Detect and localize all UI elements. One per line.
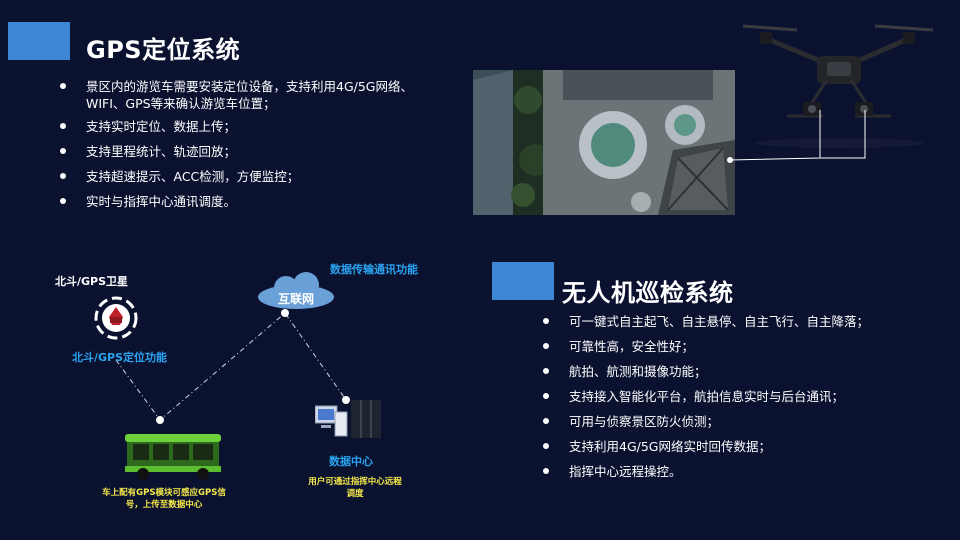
drone-bullet-list: 可一键式自主起飞、自主悬停、自主飞行、自主降落； 可靠性高，安全性好； 航拍、航… <box>543 313 943 480</box>
satellite-icon <box>93 295 139 341</box>
drone-title: 无人机巡检系统 <box>562 279 734 307</box>
drone-bullet: 支持利用4G/5G网络实时回传数据； <box>543 438 943 455</box>
drone-accent-block <box>492 262 554 300</box>
gps-bullet: 实时与指挥中心通讯调度。 <box>60 193 440 210</box>
tour-vehicle-icon <box>123 428 225 482</box>
drone-bullet: 航拍、航测和摄像功能； <box>543 363 943 380</box>
drone-connector-lines <box>727 110 866 163</box>
datacenter-icon <box>314 398 385 440</box>
gps-bullet: 支持里程统计、轨迹回放； <box>60 143 440 160</box>
gps-bullet-list: 景区内的游览车需要安装定位设备，支持利用4G/5G网络、WIFI、GPS等来确认… <box>60 78 440 210</box>
aerial-photo <box>473 70 735 215</box>
gps-bullet: 景区内的游览车需要安装定位设备，支持利用4G/5G网络、WIFI、GPS等来确认… <box>60 78 440 112</box>
satellite-label: 北斗/GPS卫星 <box>55 275 129 288</box>
gps-bullet: 支持超速提示、ACC检测，方便监控； <box>60 168 440 185</box>
satellite-function-label: 北斗/GPS定位功能 <box>72 351 168 364</box>
datacenter-note: 用户可通过指挥中心远程调度 <box>308 477 402 499</box>
vehicle-note: 车上配有GPS模块可感应GPS信号，上传至数据中心 <box>102 488 226 510</box>
cloud-function-label: 数据传输通讯功能 <box>330 263 418 276</box>
drone-bullet: 指挥中心远程操控。 <box>543 463 943 480</box>
datacenter-label: 数据中心 <box>329 455 373 468</box>
cloud-label: 互联网 <box>278 292 315 306</box>
gps-bullet: 支持实时定位、数据上传； <box>60 118 440 135</box>
drone-bullet: 可一键式自主起飞、自主悬停、自主飞行、自主降落； <box>543 313 943 330</box>
drone-bullet: 可用与侦察景区防火侦测； <box>543 413 943 430</box>
drone-bullet: 可靠性高，安全性好； <box>543 338 943 355</box>
gps-accent-block <box>8 22 70 60</box>
cloud-icon <box>256 270 336 310</box>
drone-bullet: 支持接入智能化平台，航拍信息实时与后台通讯； <box>543 388 943 405</box>
gps-title: GPS定位系统 <box>86 36 241 64</box>
drone-image <box>735 18 940 148</box>
